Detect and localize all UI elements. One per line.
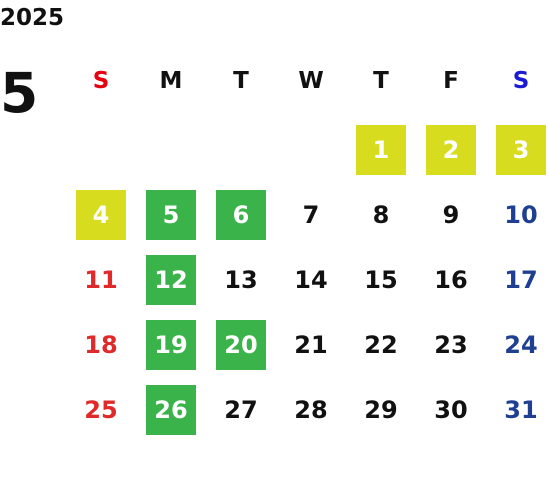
day-cell[interactable]: 17	[504, 266, 538, 294]
day-cell[interactable]: 30	[434, 396, 468, 424]
day-cell[interactable]: 14	[294, 266, 328, 294]
day-cell[interactable]: 27	[224, 396, 258, 424]
day-cell[interactable]: 3	[496, 125, 546, 175]
calendar-year: 2025	[0, 5, 65, 31]
day-cell[interactable]: 5	[146, 190, 196, 240]
day-cell[interactable]: 7	[302, 201, 320, 229]
day-cell[interactable]: 28	[294, 396, 328, 424]
day-cell[interactable]: 13	[224, 266, 258, 294]
day-cell[interactable]: 29	[364, 396, 398, 424]
day-cell[interactable]: 2	[426, 125, 476, 175]
day-cell[interactable]: 4	[76, 190, 126, 240]
day-cell[interactable]: 16	[434, 266, 468, 294]
day-cell[interactable]: 31	[504, 396, 538, 424]
day-cell[interactable]: 24	[504, 331, 538, 359]
day-cell[interactable]: 12	[146, 255, 196, 305]
day-cell[interactable]: 8	[372, 201, 390, 229]
day-cell[interactable]: 6	[216, 190, 266, 240]
day-cell[interactable]: 18	[84, 331, 118, 359]
weekday-label: T	[233, 68, 249, 94]
day-cell[interactable]: 19	[146, 320, 196, 370]
weekday-label: W	[298, 68, 324, 94]
weekday-label: F	[443, 68, 459, 94]
day-cell[interactable]: 23	[434, 331, 468, 359]
day-cell[interactable]: 22	[364, 331, 398, 359]
day-cell[interactable]: 20	[216, 320, 266, 370]
day-cell[interactable]: 26	[146, 385, 196, 435]
day-cell[interactable]: 25	[84, 396, 118, 424]
day-cell[interactable]: 11	[84, 266, 118, 294]
day-cell[interactable]: 21	[294, 331, 328, 359]
day-cell[interactable]: 9	[442, 201, 460, 229]
weekday-label: S	[92, 68, 110, 94]
calendar-month: 5	[0, 61, 39, 125]
day-cell[interactable]: 10	[504, 201, 538, 229]
weekday-label: M	[159, 68, 183, 94]
day-cell[interactable]: 15	[364, 266, 398, 294]
weekday-label: T	[373, 68, 389, 94]
day-cell[interactable]: 1	[356, 125, 406, 175]
weekday-label: S	[512, 68, 530, 94]
